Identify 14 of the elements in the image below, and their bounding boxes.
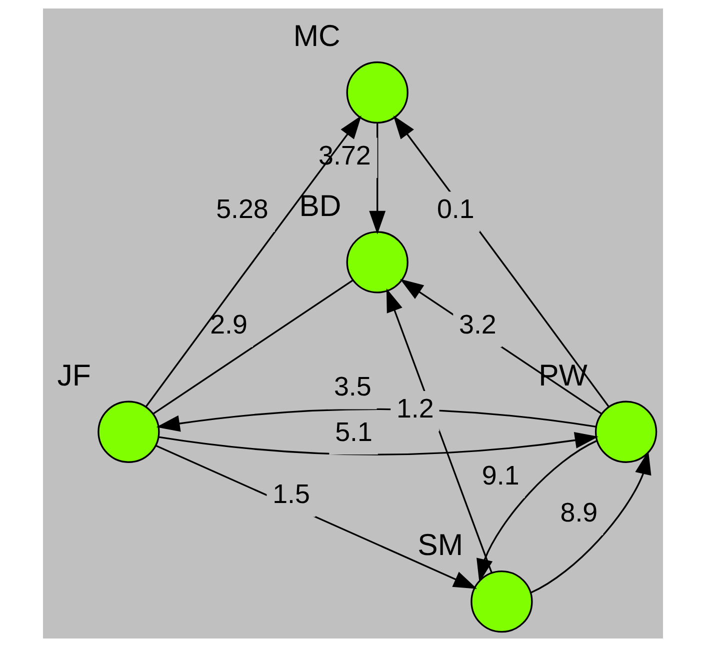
- edge-label: 0.1: [436, 194, 474, 224]
- edge-label: 1.2: [396, 394, 434, 424]
- edge-label: 9.1: [482, 460, 520, 490]
- node-label: SM: [418, 529, 464, 562]
- edge-label: 5.28: [216, 194, 268, 224]
- edge-label: 8.9: [560, 497, 598, 528]
- node-label: MC: [293, 20, 340, 54]
- edge-label: 1.5: [272, 479, 310, 510]
- node-label: BD: [299, 190, 342, 223]
- edge-label: 2.9: [210, 309, 248, 340]
- edge-label: 3.2: [459, 309, 496, 340]
- edge-label: 5.1: [335, 416, 372, 447]
- node-label: JF: [57, 360, 91, 392]
- edge-label: 3.5: [334, 371, 372, 402]
